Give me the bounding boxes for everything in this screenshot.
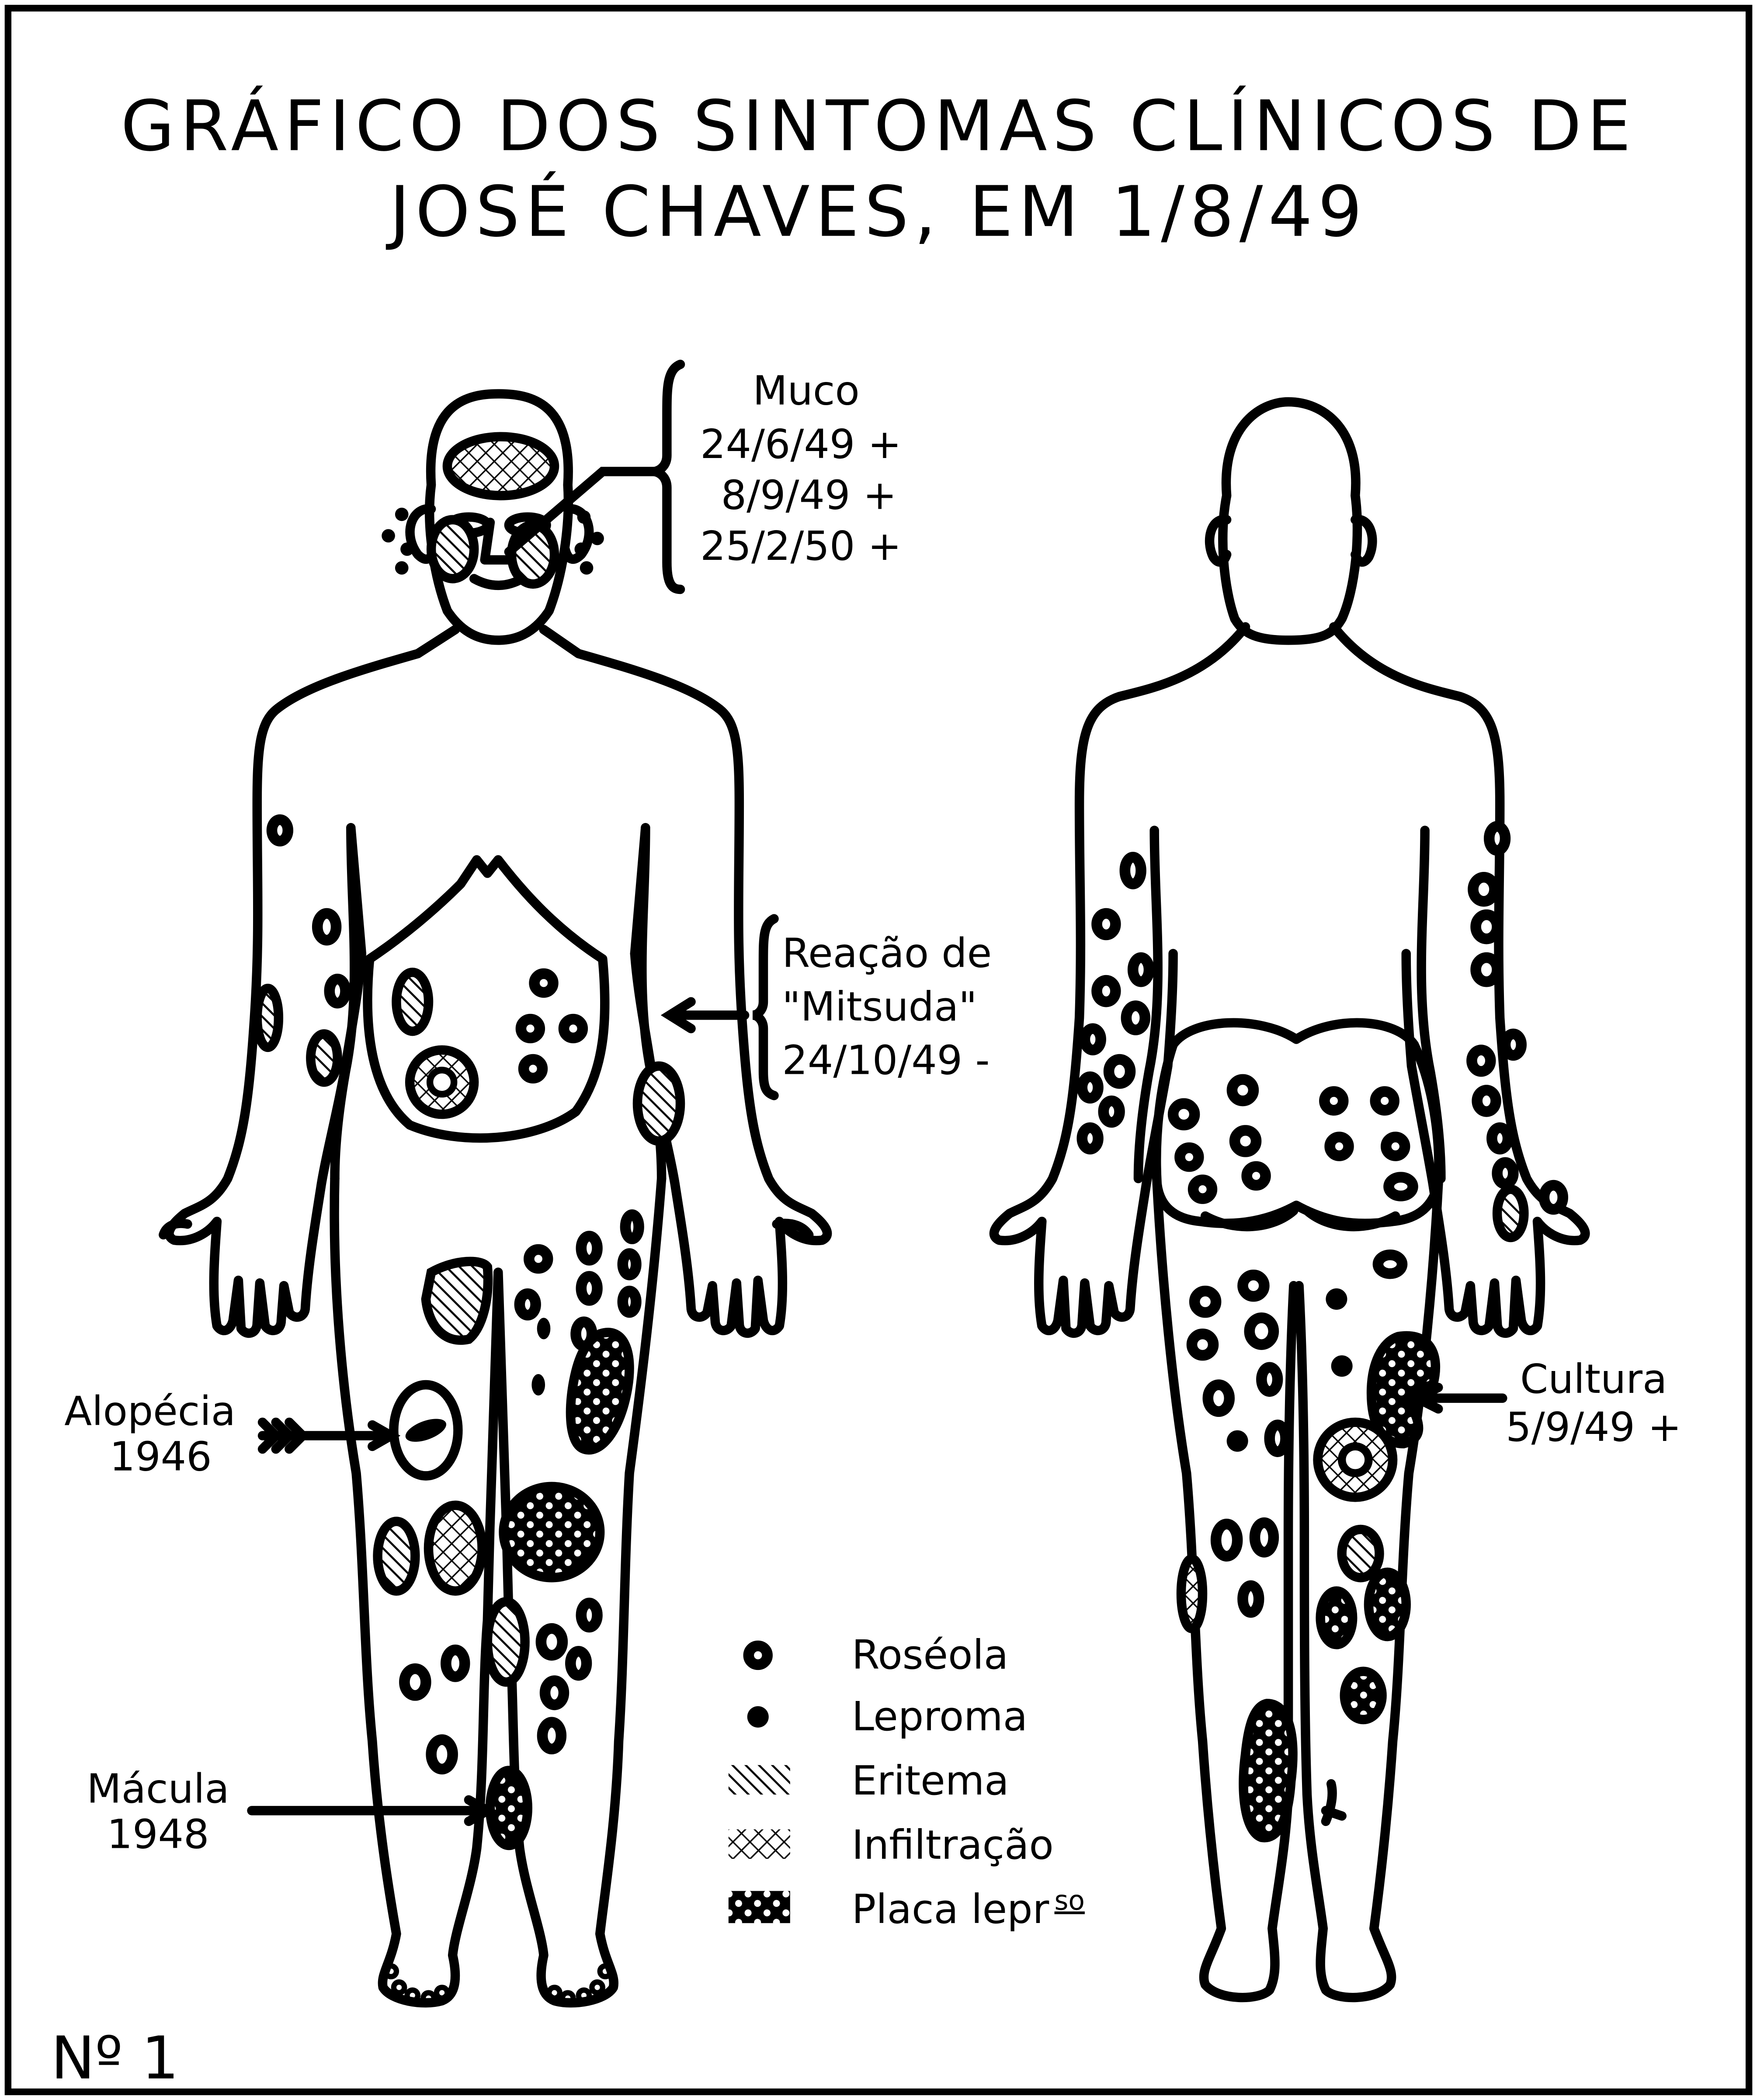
mitsuda-line-3: 24/10/49 - bbox=[782, 1037, 990, 1084]
macula-label: Mácula bbox=[87, 1765, 229, 1812]
mitsuda-line-1: Reação de bbox=[782, 930, 992, 977]
legend-roseola-symbol bbox=[749, 1646, 767, 1665]
muco-annotation: Muco 24/6/49 + 8/9/49 + 25/2/50 + bbox=[653, 364, 901, 590]
macula-year: 1948 bbox=[107, 1811, 209, 1858]
cultura-label: Cultura bbox=[1520, 1356, 1667, 1402]
legend-infiltracao-label: Infiltração bbox=[852, 1822, 1054, 1868]
title-line-1: GRÁFICO DOS SINTOMAS CLÍNICOS DE bbox=[121, 85, 1636, 167]
legend-eritema-label: Eritema bbox=[852, 1757, 1009, 1804]
legend-infiltracao-symbol bbox=[729, 1829, 790, 1859]
mitsuda-line-2: "Mitsuda" bbox=[782, 983, 977, 1030]
figure-number: Nº 1 bbox=[51, 2024, 179, 2093]
legend-lepromа-label: Leproma bbox=[852, 1693, 1028, 1740]
back-body-figure bbox=[994, 402, 1585, 1998]
legend-roseola-label: Roséola bbox=[852, 1631, 1008, 1678]
mitsuda-annotation: Reação de "Mitsuda" 24/10/49 - bbox=[670, 919, 992, 1095]
legend-lepromа-symbol bbox=[747, 1706, 769, 1728]
legend: Roséola Leproma Eritema Infiltração Plac… bbox=[729, 1631, 1085, 1933]
cultura-date: 5/9/49 + bbox=[1506, 1404, 1681, 1451]
macula-annotation: Mácula 1948 bbox=[87, 1765, 487, 1857]
alopecia-year: 1946 bbox=[110, 1434, 212, 1480]
alopecia-label: Alopécia bbox=[64, 1388, 236, 1434]
cultura-annotation: Cultura 5/9/49 + bbox=[1417, 1356, 1681, 1451]
legend-placa-symbol bbox=[729, 1891, 790, 1923]
muco-date-1: 24/6/49 + bbox=[700, 421, 902, 468]
muco-date-2: 8/9/49 + bbox=[721, 472, 897, 519]
front-body-figure bbox=[163, 394, 827, 2003]
muco-date-3: 25/2/50 + bbox=[700, 523, 902, 569]
legend-eritema-symbol bbox=[729, 1765, 790, 1795]
muco-label: Muco bbox=[753, 368, 859, 414]
title-line-2: JOSÉ CHAVES, EM 1/8/49 bbox=[385, 171, 1368, 253]
